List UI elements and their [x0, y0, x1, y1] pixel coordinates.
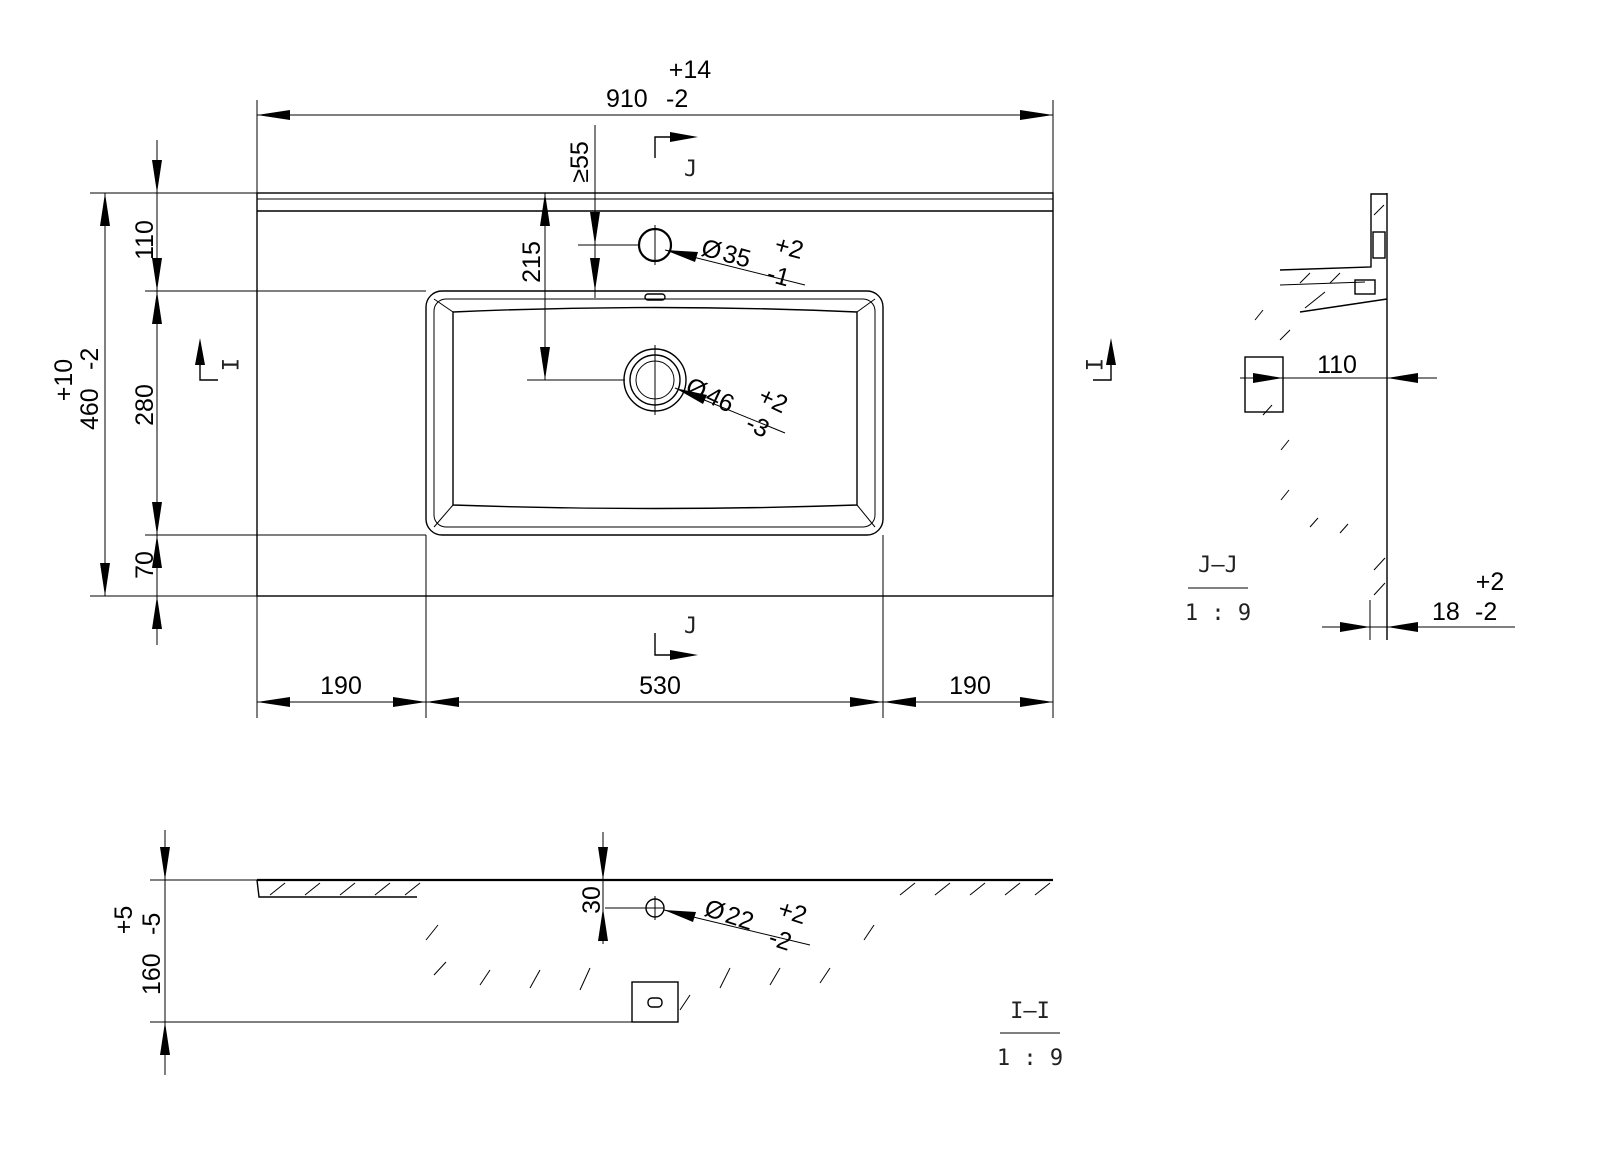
section-ii-label: I–I: [1010, 999, 1050, 1024]
svg-text:J: J: [684, 614, 697, 639]
width-part-basin: 530: [639, 672, 681, 700]
basin-outer: [425, 290, 884, 536]
drain-hole-label: Ø 46 +2 -3: [681, 372, 791, 444]
thickness-tol-minus: -2: [1475, 598, 1497, 626]
thickness-value: 18: [1432, 598, 1460, 626]
section-jj-view: 110 +2 18 -2 J–J 1 : 9: [1185, 193, 1515, 640]
overflow-slot: [644, 293, 666, 301]
svg-text:I: I: [1080, 358, 1105, 371]
depth-value: 460: [76, 388, 104, 430]
section-jj-label: J–J: [1198, 553, 1238, 578]
height-tol-minus: -5: [138, 913, 166, 935]
height-tol-plus: +5: [110, 906, 138, 935]
section-ii-scale: 1 : 9: [997, 1046, 1063, 1071]
depth-part-front: 70: [131, 551, 159, 579]
width-value: 910: [606, 85, 648, 113]
depth-part-back: 110: [131, 220, 159, 260]
section-marker-i-left: I: [195, 338, 241, 381]
section-jj-scale: 1 : 9: [1185, 601, 1251, 626]
section-ii-view: +5 160 -5 30 Ø 22 +2 -2 I–I 1 : 9: [110, 830, 1063, 1075]
overflow-dim: 110: [1317, 351, 1357, 379]
width-part-left: 190: [320, 672, 362, 700]
top-view: +14 910 -2 +10 460 -2 110 280 70 215 ≥55…: [50, 56, 1116, 718]
depth-tol-plus: +10: [50, 359, 78, 401]
faucet-hole-label: Ø 35 +2 -1: [698, 231, 807, 293]
svg-text:-3: -3: [742, 409, 774, 444]
depth-tol-minus: -2: [76, 348, 104, 370]
width-part-right: 190: [949, 672, 991, 700]
svg-text:-2: -2: [765, 923, 795, 957]
svg-text:-1: -1: [764, 260, 793, 293]
faucet-min-dim: ≥55: [566, 141, 594, 183]
section-marker-j-top: J: [654, 132, 698, 182]
countertop-outline: [256, 192, 1054, 597]
svg-text:+2: +2: [772, 231, 807, 265]
svg-text:I: I: [216, 358, 241, 371]
section-marker-j-bottom: J: [654, 614, 698, 660]
faucet-offset-dim: 215: [518, 241, 546, 283]
svg-text:J: J: [684, 157, 697, 182]
thickness-tol-plus: +2: [1476, 568, 1505, 596]
width-tol-minus: -2: [666, 85, 688, 113]
overflow-hole-label: Ø 22 +2 -2: [701, 894, 810, 957]
bowl-profile-outer: [1279, 193, 1387, 271]
section-marker-i-right: I: [1080, 338, 1116, 381]
drain-outlet: [631, 981, 679, 1023]
depth-part-basin: 280: [131, 384, 159, 426]
overflow-depth-dim: 30: [578, 886, 606, 914]
height-value: 160: [138, 953, 166, 995]
svg-text:35: 35: [720, 239, 754, 273]
overflow-outlet: [1244, 356, 1284, 413]
width-tol-plus: +14: [669, 56, 712, 84]
